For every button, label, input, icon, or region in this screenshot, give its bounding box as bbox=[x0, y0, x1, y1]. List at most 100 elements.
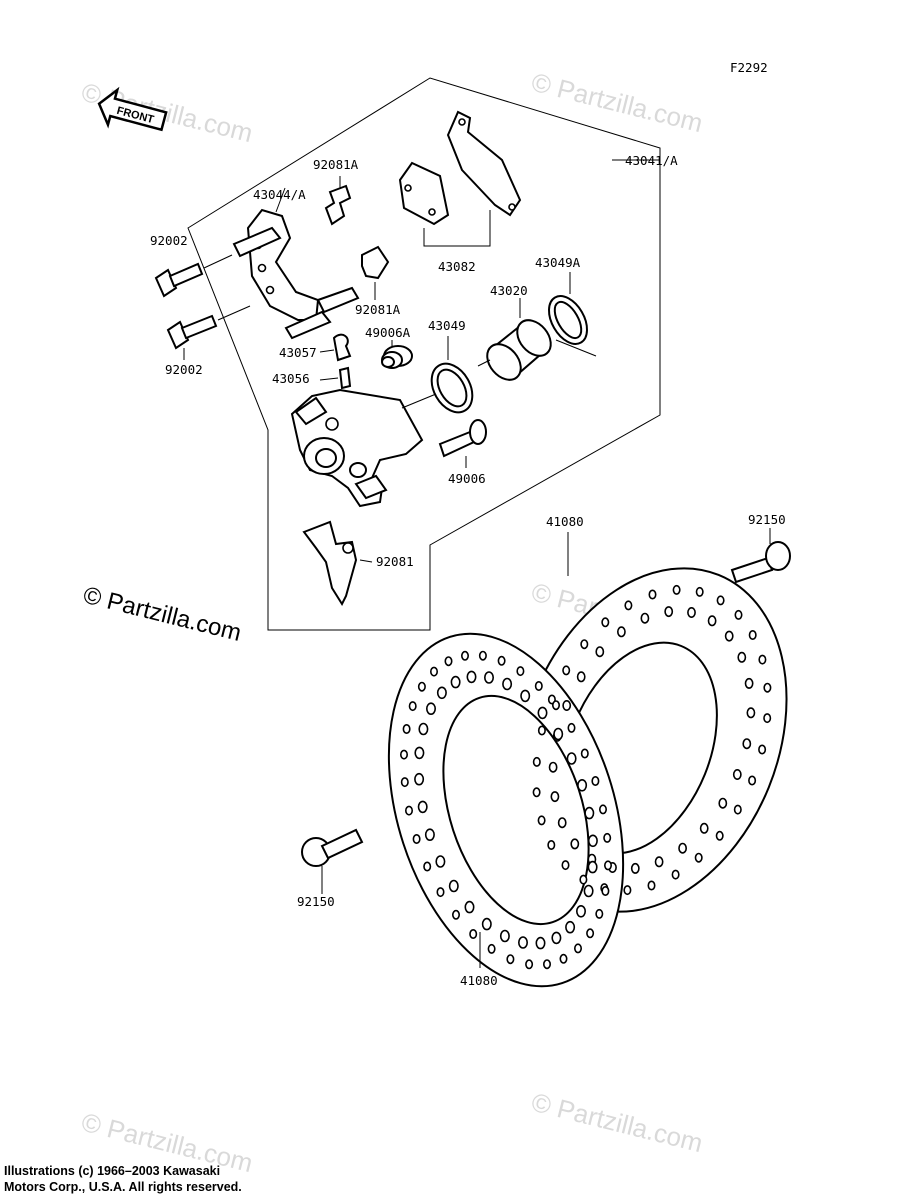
disc-hole bbox=[595, 646, 605, 658]
disc-hole bbox=[567, 722, 576, 733]
disc-hole bbox=[469, 928, 478, 939]
disc-hole bbox=[575, 904, 586, 918]
disc-hole bbox=[587, 834, 598, 848]
disc-hole bbox=[694, 852, 703, 863]
disc-hole bbox=[547, 839, 556, 850]
part-label: 43049A bbox=[535, 255, 581, 270]
disc-hole bbox=[678, 842, 687, 854]
copyright-notice: Illustrations (c) 1966–2003 Kawasaki Mot… bbox=[4, 1163, 242, 1195]
disc-hole bbox=[570, 838, 580, 850]
disc-hole bbox=[548, 761, 558, 773]
disc-hole bbox=[464, 900, 475, 914]
disc-hole bbox=[576, 671, 586, 683]
disc-hole bbox=[601, 617, 610, 628]
brake-pad-pair bbox=[398, 110, 522, 247]
disc-hole bbox=[707, 615, 717, 627]
disc-hole bbox=[580, 639, 589, 650]
disc-bolt-right bbox=[730, 541, 791, 584]
disc-hole bbox=[534, 680, 543, 691]
disc-hole bbox=[414, 746, 425, 760]
part-label: 41080 bbox=[546, 514, 584, 529]
disc-hole bbox=[412, 833, 421, 844]
disc-hole bbox=[561, 860, 570, 871]
disc-hole bbox=[517, 936, 528, 949]
disc-hole bbox=[699, 822, 709, 834]
disc-hole bbox=[562, 699, 572, 711]
caliper-bracket bbox=[232, 187, 360, 340]
disc-hole bbox=[734, 609, 743, 620]
disc-hole bbox=[542, 959, 551, 970]
copyright-line: Motors Corp., U.S.A. All rights reserved… bbox=[4, 1180, 242, 1194]
disc-hole bbox=[417, 681, 426, 692]
part-label: 92150 bbox=[748, 512, 786, 527]
disc-hole bbox=[402, 723, 411, 734]
disc-hole bbox=[584, 806, 595, 820]
disc-hole bbox=[587, 860, 598, 874]
disc-hole bbox=[559, 953, 568, 964]
brake-disc-front bbox=[387, 632, 625, 988]
disc-hole bbox=[448, 879, 459, 893]
watermark-text: © Partzilla.com bbox=[529, 67, 706, 138]
part-label: 92002 bbox=[150, 233, 188, 248]
disc-hole bbox=[551, 700, 560, 711]
disc-hole bbox=[654, 856, 664, 868]
disc-hole bbox=[687, 606, 696, 618]
disc-hole bbox=[506, 954, 515, 965]
disc-hole bbox=[748, 775, 757, 786]
disc-hole bbox=[577, 778, 588, 792]
disc-hole bbox=[733, 804, 742, 815]
disc-hole bbox=[603, 860, 612, 871]
disc-hole bbox=[481, 917, 492, 931]
disc-hole bbox=[664, 606, 674, 618]
disc-hole bbox=[601, 885, 610, 896]
disc-holes bbox=[399, 584, 772, 970]
disc-hole bbox=[565, 920, 576, 934]
disc-hole bbox=[763, 713, 772, 724]
disc-hole bbox=[647, 880, 656, 891]
disc-hole bbox=[551, 931, 562, 945]
disc-hole bbox=[425, 702, 436, 716]
disc-hole bbox=[451, 909, 460, 920]
disc-hole bbox=[399, 749, 408, 760]
partzilla-watermark: © Partzilla.com bbox=[81, 582, 244, 647]
disc-hole bbox=[758, 654, 767, 665]
disc-hole bbox=[742, 738, 752, 750]
disc-hole bbox=[586, 928, 595, 939]
disc-hole bbox=[460, 650, 469, 661]
bolt-92002-upper bbox=[154, 254, 233, 298]
disc-hole bbox=[737, 651, 747, 663]
disc-hole bbox=[418, 722, 429, 736]
disc-hole bbox=[724, 630, 734, 642]
disc-hole bbox=[566, 752, 577, 765]
part-label: 92150 bbox=[297, 894, 335, 909]
disc-hole bbox=[748, 629, 757, 640]
disc-hole bbox=[758, 744, 767, 755]
disc-hole bbox=[535, 936, 546, 950]
disc-hole bbox=[624, 600, 633, 611]
part-label: 43044/A bbox=[253, 187, 306, 202]
anti-rattle-spring bbox=[361, 245, 390, 280]
front-arrow-icon: FRONT bbox=[97, 86, 168, 132]
disc-hole bbox=[466, 670, 477, 684]
disc-hole bbox=[603, 832, 612, 843]
disc-hole bbox=[404, 805, 413, 816]
part-label: 92081 bbox=[376, 554, 414, 569]
anti-rattle-spring bbox=[324, 184, 352, 226]
disc-hole bbox=[580, 748, 589, 759]
disc-hole bbox=[424, 828, 435, 842]
part-label: 43082 bbox=[438, 259, 476, 274]
part-label: 41080 bbox=[460, 973, 498, 988]
disc-hole bbox=[718, 797, 728, 809]
disc-hole bbox=[532, 756, 541, 767]
disc-bolt-left bbox=[301, 828, 364, 867]
disc-hole bbox=[436, 887, 445, 898]
disc-hole bbox=[436, 686, 447, 700]
disc-hole bbox=[450, 675, 461, 689]
disc-hole bbox=[598, 804, 607, 815]
disc-hole bbox=[623, 885, 632, 896]
part-label: 43057 bbox=[279, 345, 317, 360]
assembly-boundary bbox=[187, 77, 661, 631]
disc-hole bbox=[550, 791, 560, 803]
disc-hole bbox=[695, 586, 704, 597]
